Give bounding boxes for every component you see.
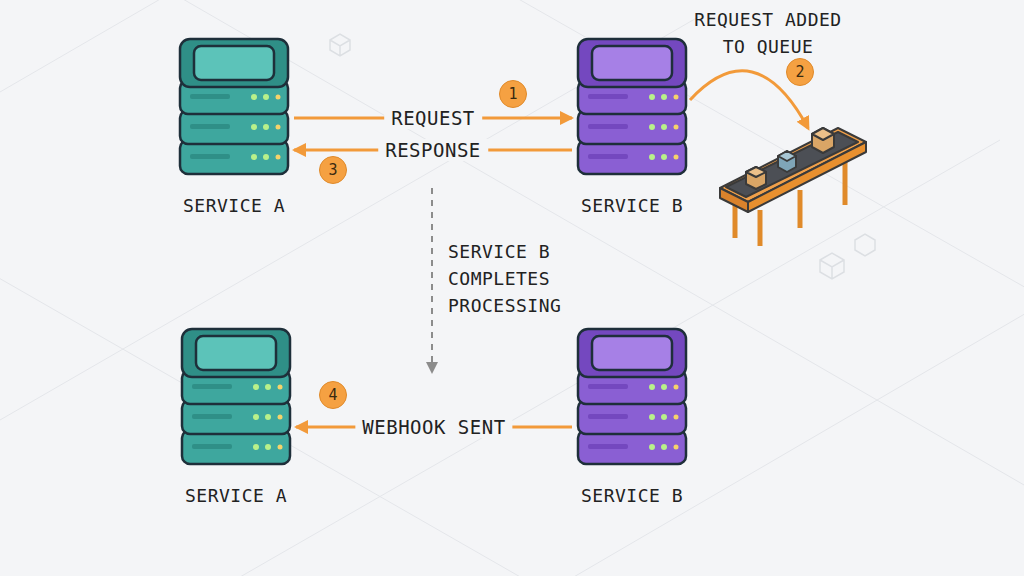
callout-number: 1 <box>499 80 527 108</box>
callout-number: 2 <box>786 58 814 86</box>
service-label: SERVICE A <box>185 485 287 506</box>
server-icon <box>572 325 692 475</box>
edge-label: RESPONSE <box>378 139 488 161</box>
server-icon <box>176 325 296 475</box>
server-icon <box>174 35 294 185</box>
service-label: SERVICE A <box>183 195 285 216</box>
decor-boxes <box>330 34 875 279</box>
service-label: SERVICE B <box>581 195 683 216</box>
service-node: SERVICE A <box>176 325 296 515</box>
callout-number: 3 <box>319 156 347 184</box>
service-node: SERVICE A <box>174 35 294 225</box>
edge-label: WEBHOOK SENT <box>355 416 512 438</box>
service-node: SERVICE B <box>572 35 692 225</box>
server-icon <box>572 35 692 185</box>
processing-arrow <box>431 188 433 372</box>
step-note: REQUEST ADDED TO QUEUE <box>688 6 848 60</box>
step-note: SERVICE B COMPLETES PROCESSING <box>448 238 573 319</box>
service-label: SERVICE B <box>581 485 683 506</box>
conveyor-belt <box>720 128 866 246</box>
edge-label: REQUEST <box>384 107 482 129</box>
callout-number: 4 <box>319 381 347 409</box>
service-node: SERVICE B <box>572 325 692 515</box>
